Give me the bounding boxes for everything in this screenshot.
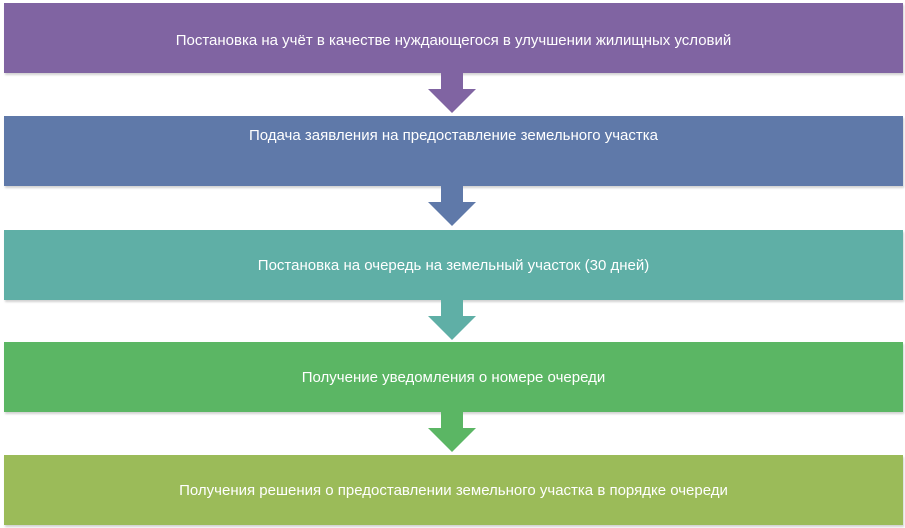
down-arrow-icon <box>428 186 476 226</box>
down-arrow-icon <box>428 412 476 452</box>
down-arrow-icon <box>428 73 476 113</box>
flow-step-4-label: Получение уведомления о номере очереди <box>301 369 606 386</box>
flow-step-2: Подача заявления на предоставление земел… <box>4 116 903 186</box>
flow-step-1-label: Постановка на учёт в качестве нуждающего… <box>175 32 732 49</box>
flow-step-1: Постановка на учёт в качестве нуждающего… <box>4 3 903 73</box>
down-arrow-icon <box>428 300 476 340</box>
flow-step-3-label: Постановка на очередь на земельный участ… <box>257 257 650 274</box>
flow-step-2-label: Подача заявления на предоставление земел… <box>248 127 658 144</box>
flow-step-5-label: Получения решения о предоставлении земел… <box>179 482 728 499</box>
flow-step-4: Получение уведомления о номере очереди <box>4 342 903 412</box>
flow-step-5: Получения решения о предоставлении земел… <box>4 455 903 525</box>
flow-step-3: Постановка на очередь на земельный участ… <box>4 230 903 300</box>
